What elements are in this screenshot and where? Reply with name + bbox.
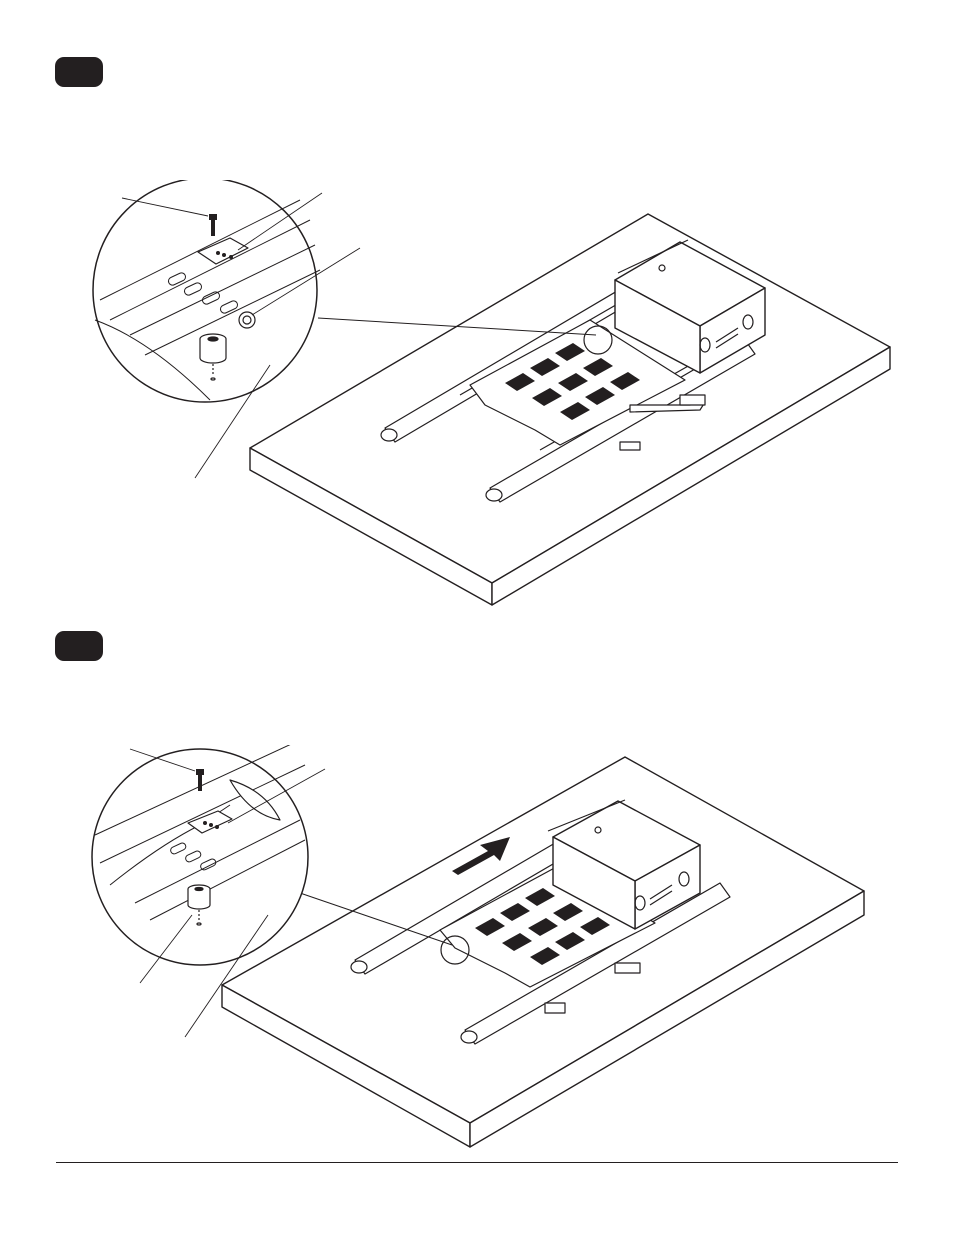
footer-rule <box>56 1162 898 1163</box>
step-2-badge <box>55 631 103 661</box>
detail-magnifier-icon <box>93 180 320 402</box>
step-1-illustration <box>0 180 954 620</box>
step-2-illustration <box>0 745 954 1155</box>
step-1-badge <box>55 57 103 87</box>
